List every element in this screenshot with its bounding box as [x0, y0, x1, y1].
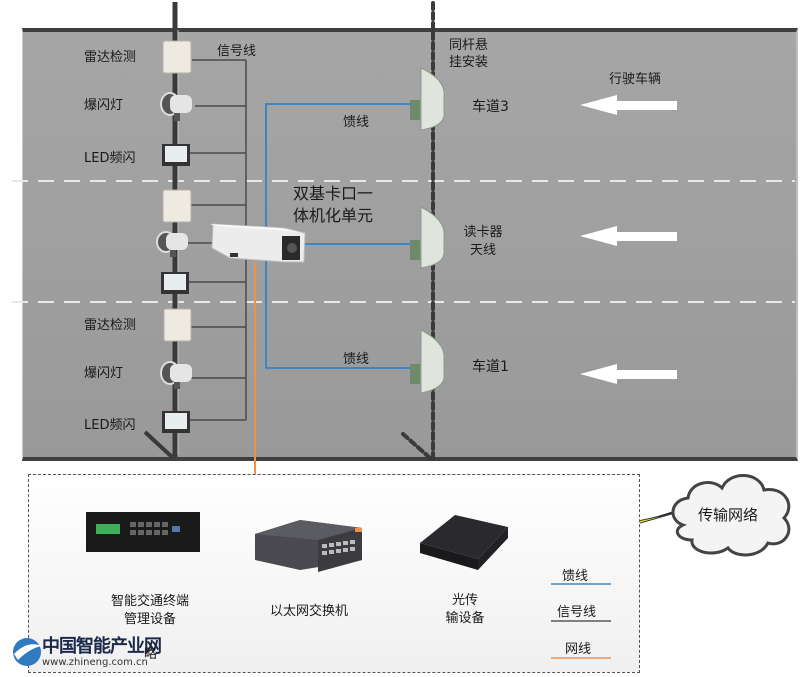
traffic-terminal-device — [86, 512, 200, 552]
legend-signal-label: 信号线 — [557, 605, 597, 620]
label-radar-1: 雷达检测 — [84, 50, 137, 65]
label-terminal-line-2: 管理设备 — [123, 612, 176, 627]
radar-detector-icon — [163, 308, 192, 342]
pole-devices — [156, 40, 192, 433]
watermark: 中国智能产业网 www.zhineng.com.cn — [42, 636, 162, 671]
pole-left-brace — [143, 430, 174, 459]
title-unit-line-2: 体机化单元 — [293, 206, 374, 225]
label-led-1: LED频闪 — [84, 151, 136, 166]
radar-detector-icon — [162, 189, 192, 223]
label-radar-3: 雷达检测 — [84, 318, 137, 333]
watermark-logo-icon — [13, 638, 42, 666]
label-optical: 光传 输设备 — [437, 592, 493, 628]
label-driving-vehicle: 行驶车辆 — [609, 72, 662, 87]
legend-feeder-label: 馈线 — [562, 569, 589, 584]
led-flash-icon — [161, 272, 189, 294]
label-same-pole-line-1: 同杆悬 — [449, 38, 489, 53]
watermark-name: 中国智能产业网 — [42, 636, 162, 657]
led-flash-icon — [162, 144, 190, 166]
radar-detector-icon — [162, 40, 192, 74]
label-led-3: LED频闪 — [84, 418, 136, 433]
label-network-cloud: 传输网络 — [698, 506, 759, 524]
label-reader-antenna-line-1: 读卡器 — [463, 225, 503, 240]
led-flash-icon — [162, 411, 190, 433]
title-unit: 双基卡口一 体机化单元 — [293, 183, 373, 227]
label-strobe-3: 爆闪灯 — [84, 366, 124, 381]
label-reader-antenna-line-2: 天线 — [469, 243, 496, 258]
hidden-caption-tail: 略 — [144, 647, 158, 662]
label-same-pole-line-2: 挂安装 — [449, 55, 489, 70]
system-equipment-box — [28, 474, 640, 673]
ethernet-switch-device — [255, 520, 362, 572]
legend-network-label: 网线 — [565, 642, 592, 657]
watermark-url: www.zhineng.com.cn — [42, 657, 148, 668]
label-switch: 以太网交换机 — [270, 604, 349, 619]
feeder-lines — [265, 103, 418, 369]
arrow-lane3 — [580, 95, 677, 115]
antenna-lane3 — [410, 67, 445, 131]
network-cloud-icon — [671, 474, 791, 557]
antenna-lane2 — [410, 206, 445, 269]
label-same-pole: 同杆悬 挂安装 — [449, 37, 488, 71]
label-feeder-top: 馈线 — [343, 115, 370, 130]
strobe-light-icon — [160, 361, 192, 389]
pole-right-brace — [401, 432, 432, 460]
label-signal-line: 信号线 — [217, 44, 257, 59]
strobe-light-icon — [160, 92, 192, 121]
antenna-lane1 — [410, 329, 445, 394]
direction-arrows — [580, 95, 677, 384]
arrow-lane1 — [580, 364, 677, 384]
label-strobe-1: 爆闪灯 — [84, 98, 124, 113]
optical-transmitter-device — [420, 515, 508, 570]
label-optical-line-2: 输设备 — [445, 611, 485, 626]
label-terminal: 智能交通终端 管理设备 — [95, 593, 205, 629]
arrow-lane2 — [580, 226, 677, 246]
camera-unit — [210, 223, 310, 263]
label-terminal-line-1: 智能交通终端 — [110, 594, 189, 609]
reader-antennas — [410, 67, 445, 394]
title-unit-line-1: 双基卡口一 — [293, 184, 374, 203]
strobe-light-icon — [156, 231, 188, 257]
label-lane3: 车道3 — [472, 99, 509, 115]
label-reader-antenna: 读卡器 天线 — [458, 224, 508, 260]
label-feeder-bottom: 馈线 — [343, 352, 370, 367]
label-optical-line-1: 光传 — [451, 593, 478, 608]
label-lane1: 车道1 — [472, 359, 509, 375]
